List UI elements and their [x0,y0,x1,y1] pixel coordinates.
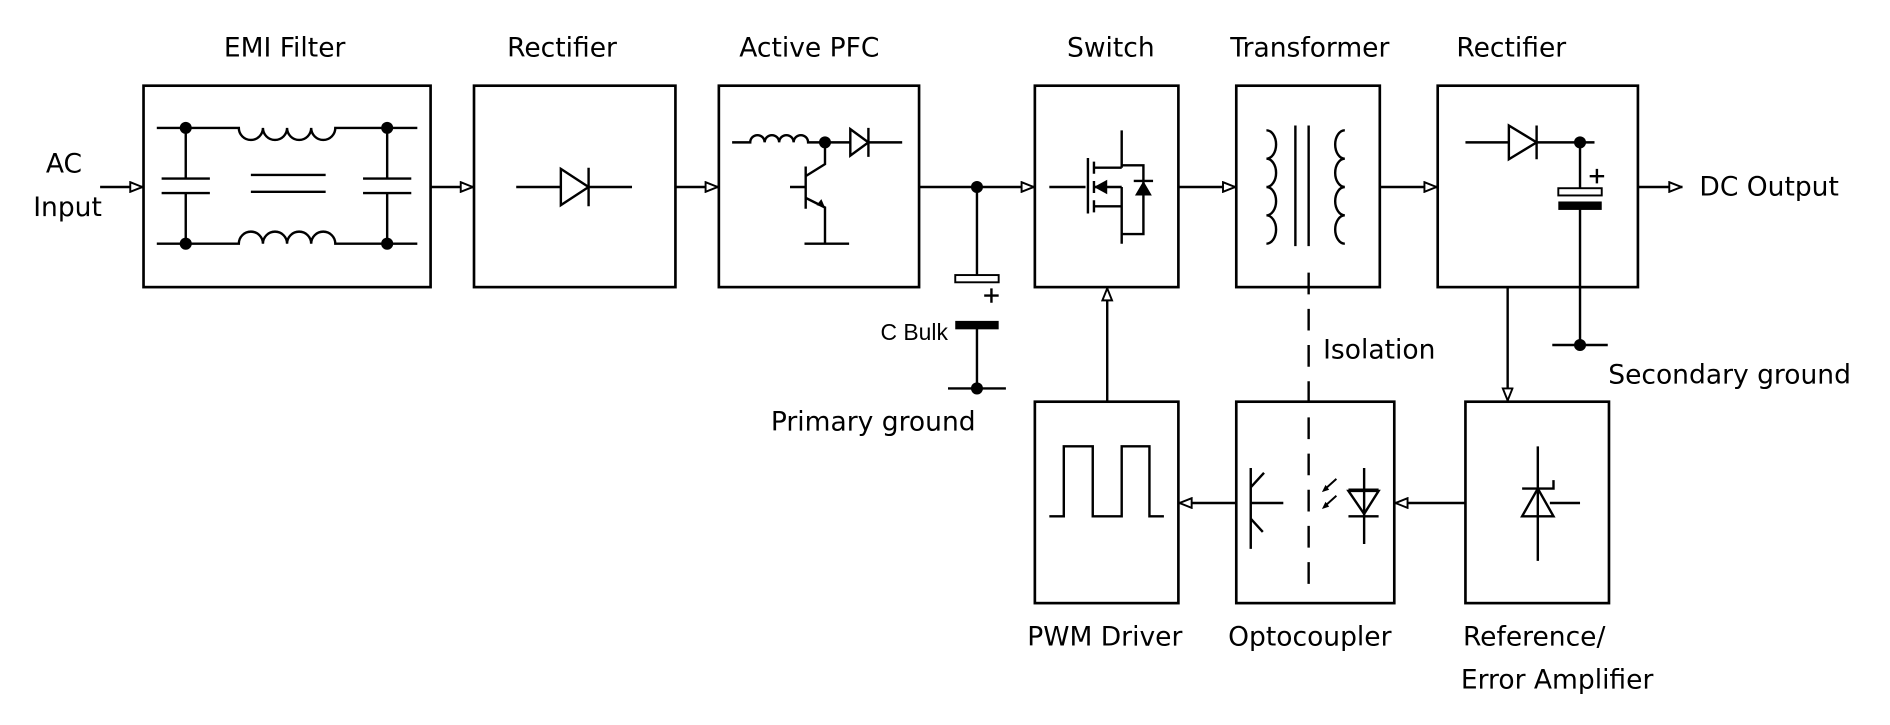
rectifier-primary-title: Rectifier [507,33,617,64]
emi-filter-circuit [156,121,418,250]
square-wave-icon [1049,445,1164,518]
error-amplifier-title: Error Amplifier [1461,665,1654,696]
signal-arrows [100,187,1683,503]
isolation-label: Isolation [1323,334,1435,365]
optocoupler-title: Optocoupler [1228,621,1391,652]
ac-input-label: AC [46,149,82,180]
emi-filter-block [142,84,432,289]
mosfet-icon [1049,130,1154,244]
secondary-ground-label: Secondary ground [1608,360,1851,391]
reference-title: Reference/ [1463,621,1606,652]
rectifier-secondary-title: Rectifier [1456,33,1566,64]
emi-filter-title: EMI Filter [224,33,346,64]
diode-icon [516,166,633,208]
zener-diode-icon [1520,446,1581,561]
pwm-driver-block [1033,400,1180,605]
optocoupler-icon [1249,468,1381,549]
ac-input-label-2: Input [33,192,102,223]
transformer-icon [1266,125,1345,247]
active-pfc-block [717,84,921,289]
active-pfc-title: Active PFC [739,33,879,64]
pwm-driver-title: PWM Driver [1027,621,1182,652]
pfc-circuit [732,126,903,245]
c-bulk-label: C Bulk [880,319,948,345]
bulk-capacitor [948,180,1006,395]
transformer-title: Transformer [1229,33,1389,64]
rectifier-primary-block [472,84,677,289]
secondary-rectifier-circuit [1465,123,1608,352]
rectifier-secondary-block [1436,84,1640,289]
dc-output-label: DC Output [1699,171,1838,202]
switch-title: Switch [1067,33,1155,64]
primary-ground-label: Primary ground [771,407,976,438]
